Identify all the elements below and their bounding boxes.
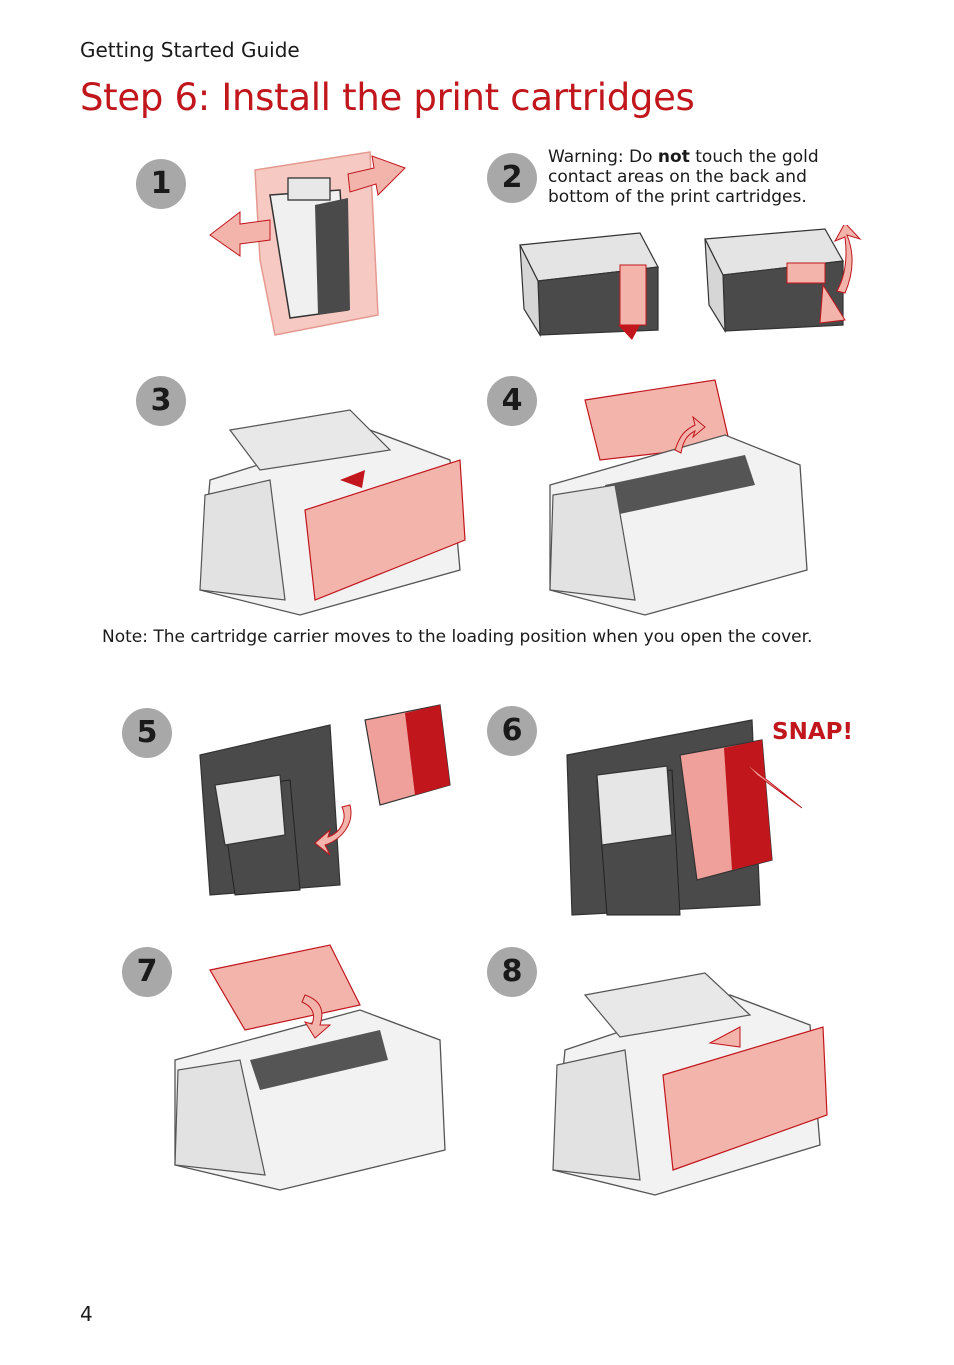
illustration-remove-tape — [519, 225, 862, 340]
arrow-right-icon — [347, 155, 406, 197]
page-number: 4 — [80, 1302, 93, 1326]
step-badge-4: 4 — [487, 376, 537, 426]
illustration-open-cover — [549, 379, 808, 616]
illustration-close-cover — [174, 944, 446, 1191]
arrow-left-icon — [209, 210, 271, 257]
page-title: Step 6: Install the print cartridges — [80, 76, 695, 119]
step-badge-2: 2 — [487, 153, 537, 203]
arrow-down-icon — [301, 994, 332, 1039]
illustration-insert-color-cartridge — [199, 704, 451, 896]
warning-emphasis: not — [657, 147, 690, 167]
warning-text: Warning: Do not touch the gold contact a… — [548, 147, 819, 207]
step-badge-8: 8 — [487, 947, 537, 997]
illustration-cartridges-snapped — [566, 719, 802, 916]
step-badge-5: 5 — [122, 708, 172, 758]
carrier-note: Note: The cartridge carrier moves to the… — [102, 627, 813, 647]
illustration-close-panel — [552, 972, 828, 1196]
arrow-up-icon — [674, 415, 706, 454]
snap-label: SNAP! — [772, 719, 853, 745]
illustration-open-panel — [199, 409, 466, 616]
illustration-unwrap-cartridge — [209, 151, 406, 336]
arrow-icon — [708, 1026, 741, 1048]
arrow-up-icon — [833, 225, 862, 294]
guide-header: Getting Started Guide — [80, 38, 300, 62]
arrow-icon — [340, 470, 365, 488]
step-badge-1: 1 — [136, 159, 186, 209]
arrow-down-icon — [314, 804, 352, 856]
step-badge-6: 6 — [487, 706, 537, 756]
step-badge-3: 3 — [136, 376, 186, 426]
arrow-down-icon — [618, 325, 640, 340]
arrow-icon — [741, 759, 802, 809]
step-badge-7: 7 — [122, 947, 172, 997]
